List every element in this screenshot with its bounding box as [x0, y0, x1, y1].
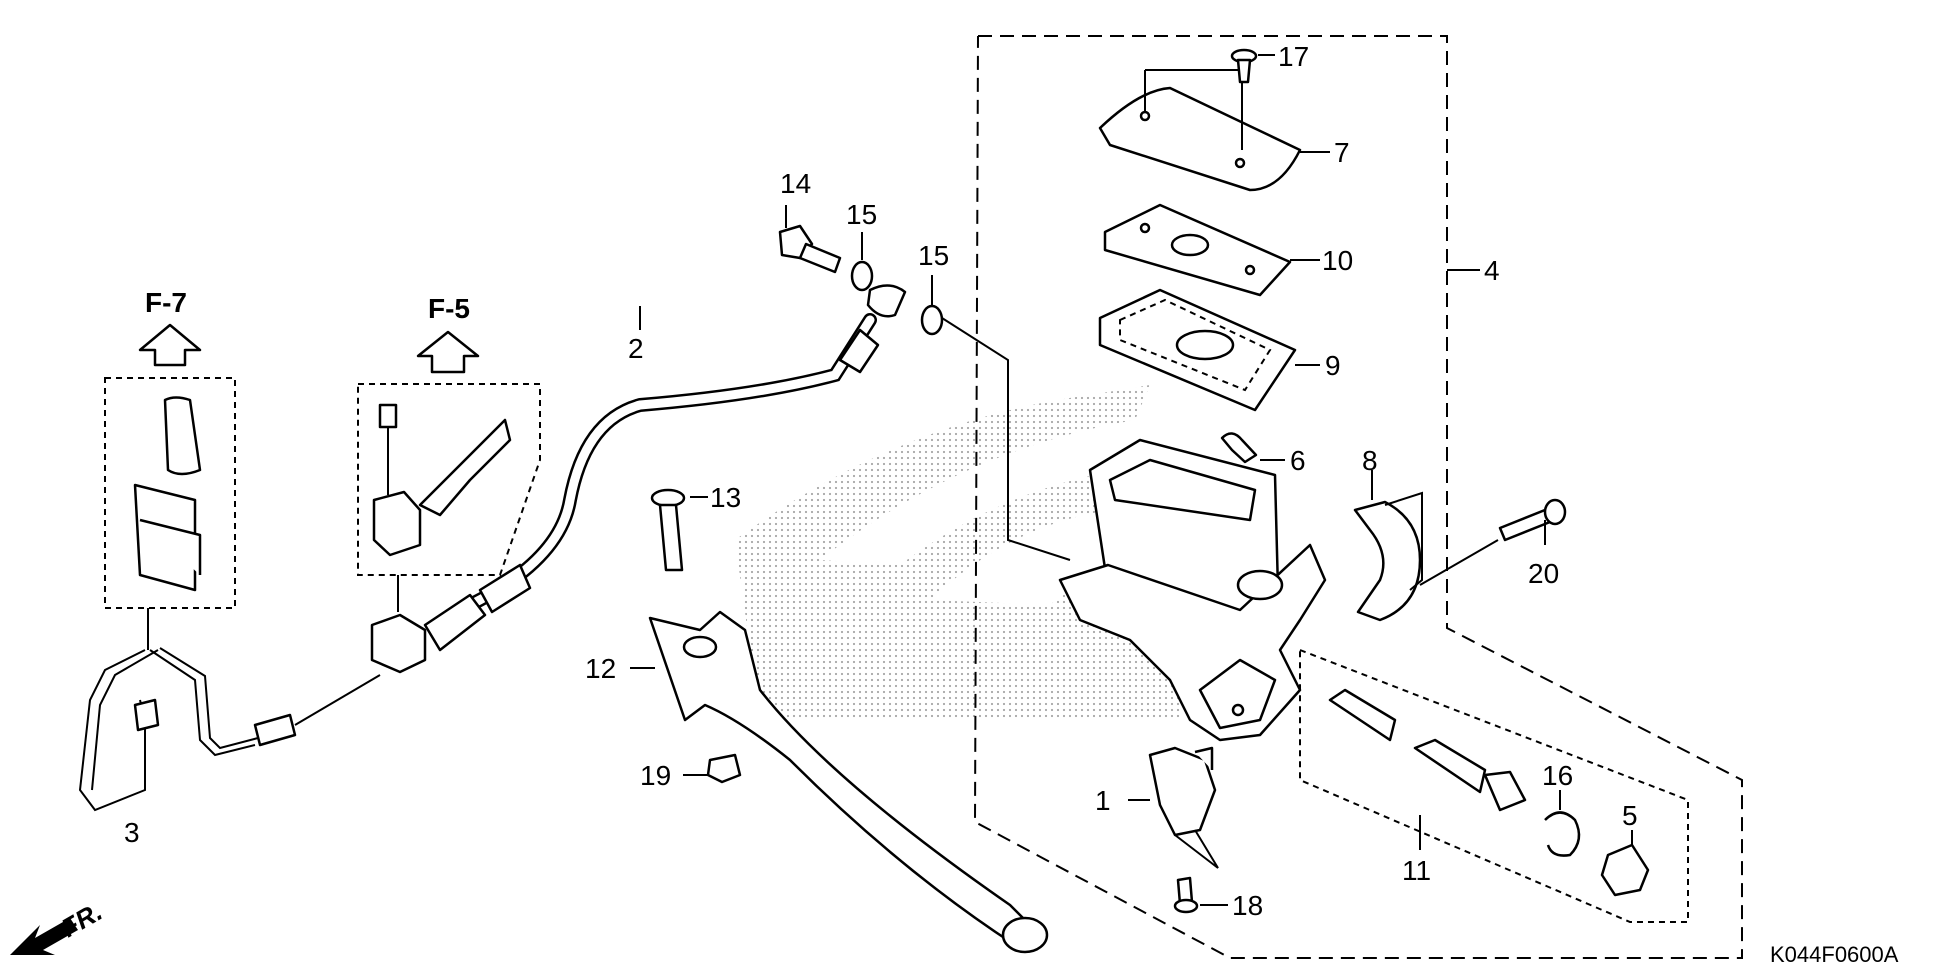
lever-nut — [683, 753, 742, 784]
callout-14: 14 — [780, 168, 811, 199]
diagram-code: K044F0600A — [1770, 942, 1899, 966]
f7-detail: F-7 — [104, 287, 236, 650]
wing-watermark — [735, 385, 1200, 720]
diaphragm-plate — [1103, 203, 1320, 297]
brake-pipe — [78, 613, 427, 812]
piston-assembly — [1328, 688, 1527, 850]
cover-screw — [1230, 48, 1275, 84]
callout-15a: 15 — [846, 199, 877, 230]
circlip — [1544, 790, 1581, 857]
callout-13: 13 — [710, 482, 741, 513]
pivot-bolt — [650, 488, 708, 572]
ref-label-f7: F-7 — [145, 287, 187, 318]
callout-11: 11 — [1402, 855, 1431, 886]
callout-20: 20 — [1528, 558, 1559, 589]
callout-8: 8 — [1362, 445, 1378, 476]
f5-detail: F-5 — [357, 293, 541, 612]
up-arrow-icon — [416, 330, 480, 374]
callout-12: 12 — [585, 653, 616, 684]
brake-light-switch — [1128, 746, 1228, 914]
diaphragm — [1098, 288, 1320, 412]
brake-hose — [423, 284, 907, 652]
master-cylinder-body — [1058, 438, 1327, 742]
callout-19: 19 — [640, 760, 671, 791]
up-arrow-icon — [138, 323, 202, 367]
callout-15b: 15 — [918, 240, 949, 271]
callout-10: 10 — [1322, 245, 1353, 276]
callout-1: 1 — [1095, 785, 1111, 816]
callout-4: 4 — [1484, 255, 1500, 286]
holder-bolt — [1419, 498, 1567, 586]
callout-2: 2 — [628, 333, 644, 364]
callout-3: 3 — [124, 817, 140, 848]
banjo-bolt — [778, 224, 1071, 561]
front-arrow-icon — [10, 918, 78, 955]
callout-17: 17 — [1278, 41, 1309, 72]
ref-label-f5: F-5 — [428, 293, 470, 324]
callout-9: 9 — [1325, 350, 1341, 381]
front-direction: FR. — [10, 896, 107, 955]
reservoir-cover — [1098, 69, 1330, 192]
callout-16: 16 — [1542, 760, 1573, 791]
callout-7: 7 — [1334, 137, 1350, 168]
callout-5: 5 — [1622, 800, 1638, 831]
float-clip — [1220, 432, 1285, 464]
assembly-frame — [973, 35, 1743, 959]
brake-lever — [630, 610, 1049, 954]
lever-holder — [1353, 470, 1423, 622]
leader-lines — [785, 205, 1480, 305]
callout-6: 6 — [1290, 445, 1306, 476]
callout-18: 18 — [1232, 890, 1263, 921]
dust-boot — [1600, 830, 1650, 897]
callouts: 1 2 3 4 5 6 7 8 9 10 11 12 13 14 15 15 1… — [124, 41, 1638, 921]
